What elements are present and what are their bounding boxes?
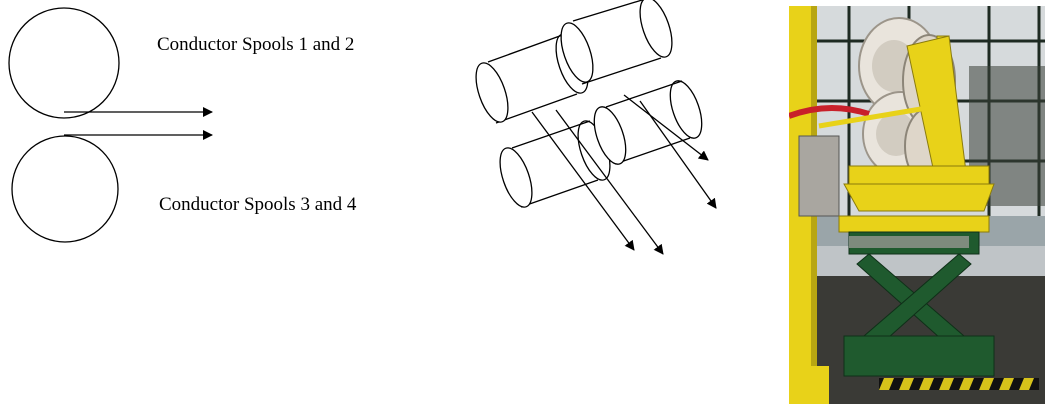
conductor-arrow-2 (555, 109, 664, 255)
conductor-arrow-3 (623, 94, 709, 161)
machine-photo-illustration (789, 6, 1045, 404)
isometric-conductor-arrows (531, 94, 717, 255)
isometric-spool-2 (560, 0, 673, 85)
bottom-spool-circle (11, 135, 119, 243)
top-spool-circle (8, 7, 120, 119)
isometric-spool-1 (475, 32, 589, 124)
conductor-arrow-1 (531, 111, 635, 251)
spool-payoff-machine-photo (789, 6, 1045, 404)
bottom-spools-label: Conductor Spools 3 and 4 (159, 194, 357, 215)
top-spools-label: Conductor Spools 1 and 2 (157, 34, 355, 55)
isometric-spool-4 (593, 80, 703, 165)
conductor-arrow-4 (639, 100, 717, 209)
